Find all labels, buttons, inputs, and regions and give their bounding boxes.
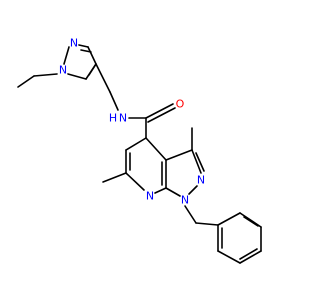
bond-c3-n2-inner [80,49,92,53]
bond-c6-n7 [125,172,145,191]
bond-ethyl-ch3 [17,75,35,88]
bond-ring-ch2 [95,63,111,93]
atom-label-layer: N N N H O N N N [59,37,205,207]
bond-n2-n1 [188,185,198,195]
molecule-diagram: N N N H O N N N [17,37,262,264]
atom-n-amide: N [119,112,127,125]
bond-n1-c5 [67,73,87,80]
bond-c3a-c4 [145,137,167,161]
atom-o-carbonyl: O [176,98,185,111]
bond-ph-2 [239,212,262,228]
bond-c3-n2 [191,149,202,174]
bond-carbonyl-o-b [147,107,176,123]
bond-c4-c5 [125,137,147,151]
bond-n1-c7a [165,187,181,197]
atom-n-pyrazole-ethyl: N [59,64,67,77]
atom-h-amide: H [109,112,117,125]
bond-c3-n2-inner [195,152,205,172]
bond-c4-c3 [87,46,97,65]
atom-n1-pyrazolo: N [181,194,189,207]
structure-drawing: N N N H O N N N [17,37,262,264]
bond-ph-4-inner [239,248,258,260]
bond-ethyl-ch2 [33,73,58,77]
bond-c3a-c3 [165,149,193,161]
bond-ph-5 [217,250,241,264]
bond-ph-2-inner [243,216,259,227]
bond-ch2-phenyl [195,222,219,226]
bond-c5-c4-inner [88,63,97,76]
bond-ch2-nh [109,91,119,111]
bond-c3-n2 [78,44,89,48]
atom-n-pyridine: N [146,190,154,203]
bond-c6-methyl [102,172,127,183]
atom-n-pyrazole-top: N [70,37,78,50]
bond-n7-c7a [154,187,167,194]
bond-n2-n1 [63,46,70,65]
bond-layer [17,44,262,264]
bond-ph-1 [217,212,241,226]
bond-n1-ch2 [184,205,197,224]
atom-n2-pyrazolo: N [197,174,205,187]
bond-carbonyl-o-a [145,103,174,119]
bond-ph-4 [239,250,262,264]
